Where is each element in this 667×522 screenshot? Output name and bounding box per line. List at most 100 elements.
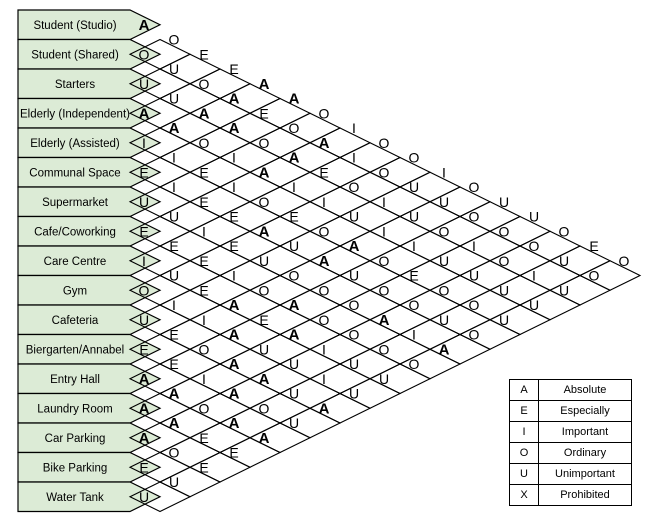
relation-code: O	[199, 400, 210, 416]
relation-code: E	[199, 253, 208, 269]
row-label: Elderly (Assisted)	[30, 138, 120, 150]
relation-code: I	[202, 312, 206, 328]
relation-code: A	[229, 327, 240, 344]
matrix-cell	[398, 319, 462, 350]
relation-code: U	[409, 209, 419, 225]
relation-code: O	[169, 445, 180, 461]
matrix-cell	[458, 230, 522, 262]
relation-code: I	[412, 327, 416, 343]
relation-code: A	[139, 17, 150, 34]
relation-code: I	[232, 150, 236, 166]
relation-code: O	[379, 253, 390, 269]
relation-code: A	[259, 164, 270, 181]
relation-code: E	[139, 164, 148, 180]
relation-code: I	[172, 150, 176, 166]
relation-code: E	[169, 356, 178, 372]
row-label-box	[17, 9, 162, 41]
relation-code: I	[202, 223, 206, 239]
relation-code: A	[199, 105, 210, 122]
relation-code: U	[499, 282, 509, 298]
matrix-cell	[218, 260, 282, 291]
relation-code: O	[319, 223, 330, 239]
legend-meaning: Prohibited	[538, 484, 632, 506]
matrix-cell	[158, 171, 222, 203]
matrix-cell	[128, 481, 192, 513]
relation-code: A	[289, 327, 300, 344]
relation-code: E	[169, 327, 178, 343]
relation-code: A	[319, 400, 330, 417]
relation-code: U	[439, 194, 449, 210]
relation-code: U	[349, 209, 359, 225]
legend-meaning: Important	[538, 421, 632, 443]
row-label: Laundry Room	[37, 403, 112, 415]
relation-code: A	[379, 312, 390, 329]
row-label: Communal Space	[29, 167, 120, 179]
legend-meaning: Ordinary	[538, 442, 632, 464]
relation-code: U	[499, 194, 509, 210]
relation-code: O	[169, 32, 180, 48]
relation-code: I	[232, 268, 236, 284]
relation-code: E	[259, 312, 268, 328]
legend-code: O	[509, 442, 539, 464]
legend-code: E	[509, 400, 539, 422]
relation-code: U	[139, 312, 149, 328]
matrix-cell	[518, 260, 582, 291]
relation-code: U	[139, 76, 149, 92]
relation-code: I	[172, 297, 176, 313]
relation-code: U	[439, 253, 449, 269]
row-label: Car Parking	[45, 433, 106, 445]
relation-code: U	[139, 489, 149, 505]
matrix-cell	[368, 215, 432, 247]
relation-code: O	[319, 105, 330, 121]
relation-code: I	[142, 135, 146, 151]
relation-code: E	[229, 209, 238, 225]
relation-code: U	[289, 356, 299, 372]
relation-code: A	[289, 150, 300, 167]
relation-code: O	[199, 341, 210, 357]
row-label: Bike Parking	[43, 462, 108, 474]
relation-code: O	[469, 209, 480, 225]
relation-code: O	[319, 282, 330, 298]
relation-code: E	[229, 61, 238, 77]
relation-code: E	[229, 238, 238, 254]
relation-code: I	[352, 120, 356, 136]
legend-code: I	[509, 421, 539, 443]
relation-code: A	[169, 415, 180, 432]
relation-code: U	[139, 194, 149, 210]
relation-code: A	[259, 76, 270, 93]
relation-code: I	[442, 164, 446, 180]
matrix-cell	[188, 215, 252, 247]
relation-code: U	[469, 268, 479, 284]
matrix-cell	[338, 142, 402, 173]
relation-code: E	[409, 268, 418, 284]
relation-code: A	[289, 91, 300, 108]
relation-code: O	[529, 238, 540, 254]
relation-code: A	[139, 105, 150, 122]
relation-code: U	[259, 341, 269, 357]
relation-code: U	[289, 386, 299, 402]
relation-code: O	[559, 223, 570, 239]
relation-code: U	[349, 268, 359, 284]
matrix-cell	[398, 230, 462, 262]
row-label: Cafe/Coworking	[34, 226, 116, 238]
relation-code: O	[259, 282, 270, 298]
row-label: Student (Studio)	[33, 20, 116, 32]
relation-code: O	[259, 400, 270, 416]
relation-code: O	[139, 282, 150, 298]
row-label: Entry Hall	[50, 374, 100, 386]
matrix-cell	[158, 142, 222, 173]
relation-code: A	[139, 430, 150, 447]
legend-meaning: Especially	[538, 400, 632, 422]
relation-code: A	[169, 386, 180, 403]
relation-code: I	[292, 179, 296, 195]
matrix-cell	[278, 171, 342, 203]
relation-code: I	[322, 371, 326, 387]
relation-code: I	[352, 150, 356, 166]
relation-code: U	[529, 297, 539, 313]
row-label: Care Centre	[44, 256, 107, 268]
relation-code: U	[499, 312, 509, 328]
